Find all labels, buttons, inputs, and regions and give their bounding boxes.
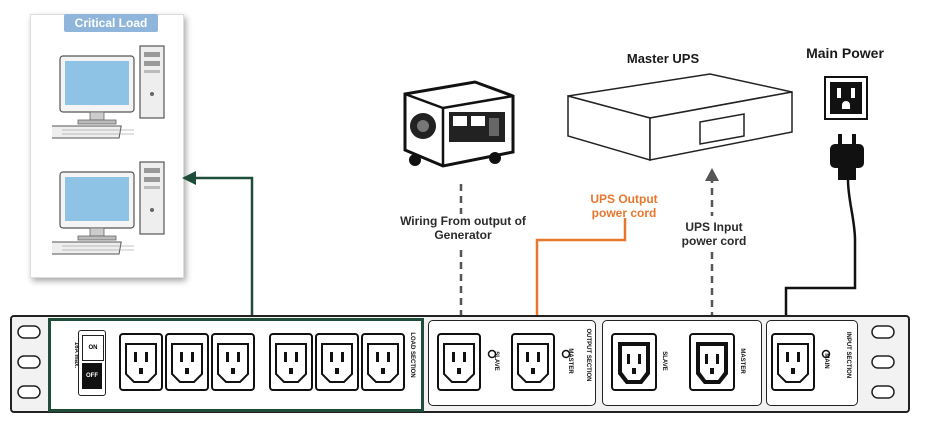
ups-output-wire [535,218,627,350]
c13-outlet [119,333,163,391]
load-feed-wire [184,176,254,316]
wall-outlet-plug-icon [824,76,868,180]
master-output-label: MASTER [567,348,573,374]
main-inlet-group [771,333,831,391]
power-led-main [821,349,831,359]
main-power-label: Main Power [806,45,884,61]
c13-outlet-slave [437,333,481,391]
slave-input-label: SLAVE [661,351,667,371]
slave-output-label: SLAVE [493,351,499,371]
c13-outlet [361,333,405,391]
ups-input-arrowhead [705,168,719,181]
generator-icon [403,80,515,168]
load-outlet-group [119,333,405,391]
critical-load-title: Critical Load [64,14,158,32]
switch-off: OFF [82,363,102,389]
desktop-computer-icon [52,161,165,255]
rack-mount-holes-right [871,325,895,399]
power-led-slave [487,349,497,359]
main-input-label: MAIN [823,353,829,369]
ups-inlet-group [611,333,735,391]
master-input-label: MASTER [739,348,745,374]
rack-mount-holes-left [17,325,41,399]
master-ups-label: Master UPS [626,51,700,66]
output-section-label: OUTPUT SECTION [585,328,591,382]
c14-inlet-master [689,333,735,391]
output-outlet-group [437,333,571,391]
c13-outlet-master [511,333,555,391]
load-section-label: LOAD SECTION [409,332,415,378]
ups-input-label: UPS Input power cord [681,220,747,248]
ups-device-icon [567,73,793,162]
switch-on: ON [82,335,104,361]
c14-inlet-main [771,333,815,391]
desktop-computer-icon [52,45,165,139]
generator-wire-label: Wiring From output of Generator [400,214,526,242]
c14-inlet-slave [611,333,657,391]
c13-outlet [315,333,359,391]
main-power-wire [784,179,857,356]
load-feed-arrowhead [182,171,196,185]
c13-outlet [211,333,255,391]
c13-outlet [269,333,313,391]
c13-outlet [165,333,209,391]
power-switch[interactable]: ON OFF [78,330,106,396]
ups-output-label: UPS Output power cord [590,192,658,220]
input-section-label: INPUT SECTION [845,331,851,379]
power-led-master [561,349,571,359]
